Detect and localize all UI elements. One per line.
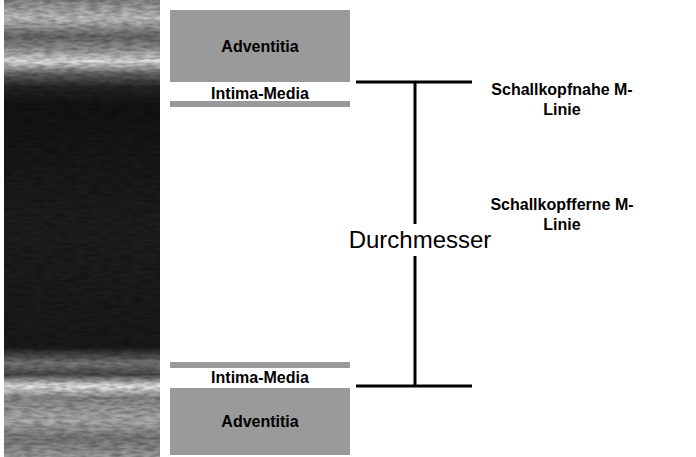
band-label: Adventitia (221, 37, 298, 56)
ultrasound-ground (4, 0, 160, 457)
intima-media-bar (170, 362, 350, 368)
tissue-band: Adventitia (170, 388, 350, 455)
dimension-label: Durchmesser (344, 224, 497, 256)
layer-label: Intima-Media (170, 84, 350, 104)
ultrasound-speckle (4, 0, 160, 457)
ultrasound-image (4, 0, 160, 457)
line-label: Schallkopfferne M-Linie (476, 195, 648, 235)
band-label: Adventitia (221, 412, 298, 431)
line-label: Schallkopfnahe M-Linie (476, 80, 648, 120)
layer-label: Intima-Media (170, 368, 350, 388)
bracket-line (356, 385, 472, 388)
tissue-band: Adventitia (170, 10, 350, 82)
